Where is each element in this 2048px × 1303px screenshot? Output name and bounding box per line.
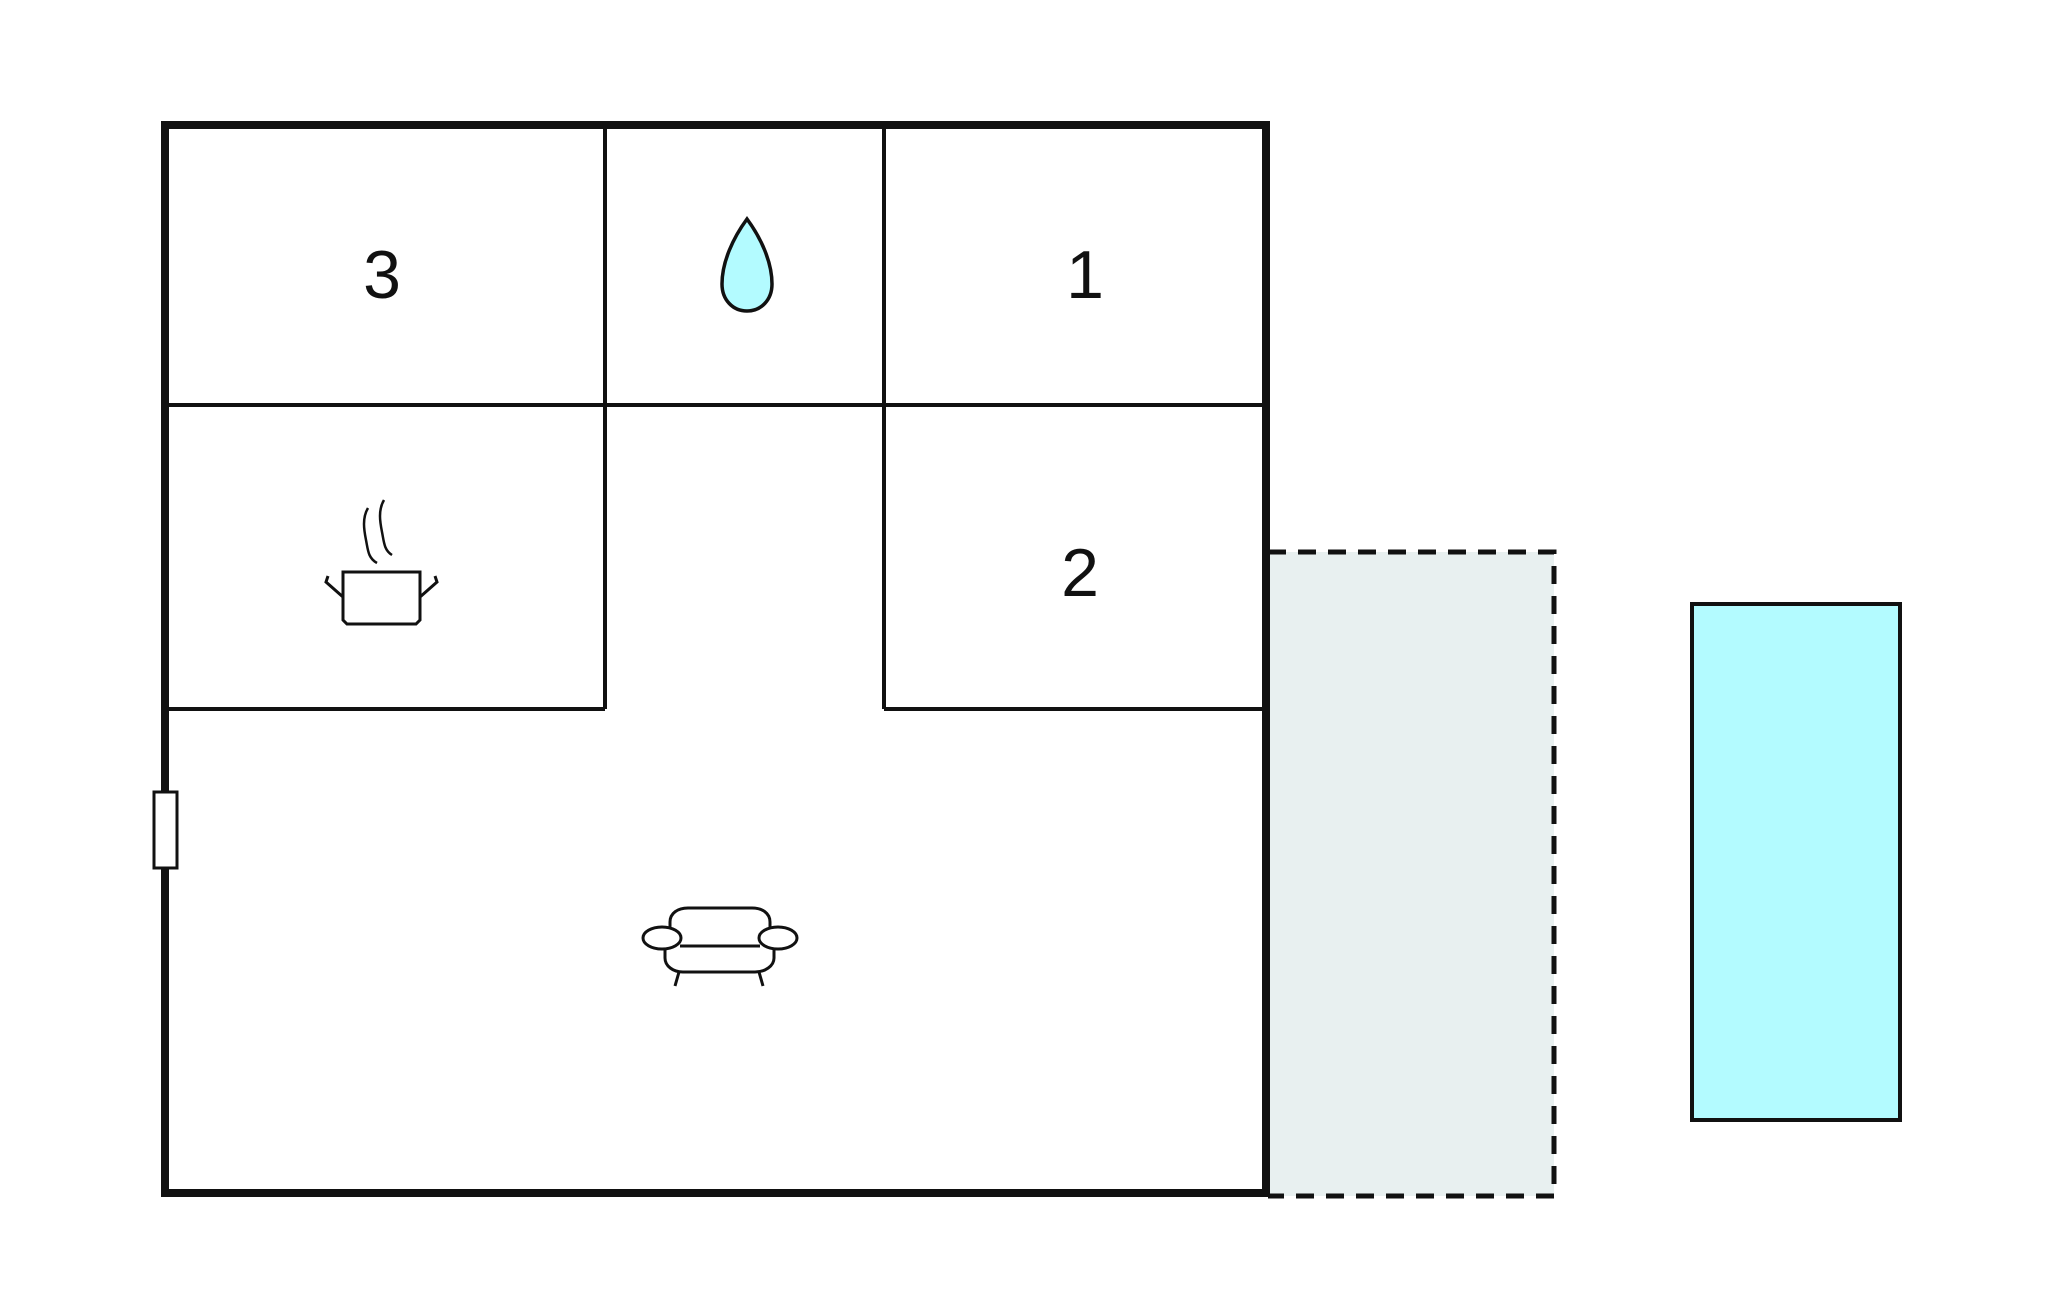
terrace	[1268, 549, 1557, 1199]
pool	[1690, 602, 1902, 1122]
exterior-wall	[161, 121, 1270, 1197]
cooking-pot-icon	[324, 499, 439, 626]
room-label-bedroom-2: 2	[1061, 535, 1099, 611]
room-label-bedroom-1: 1	[1066, 237, 1104, 313]
interior-walls	[168, 127, 1264, 711]
room-label-bedroom-3: 3	[363, 237, 401, 313]
water-drop-icon	[720, 216, 774, 313]
terrace-outline	[1268, 549, 1557, 1199]
terrace-fill	[1268, 552, 1554, 1196]
sofa-icon	[641, 906, 799, 987]
door-icon	[152, 790, 179, 870]
